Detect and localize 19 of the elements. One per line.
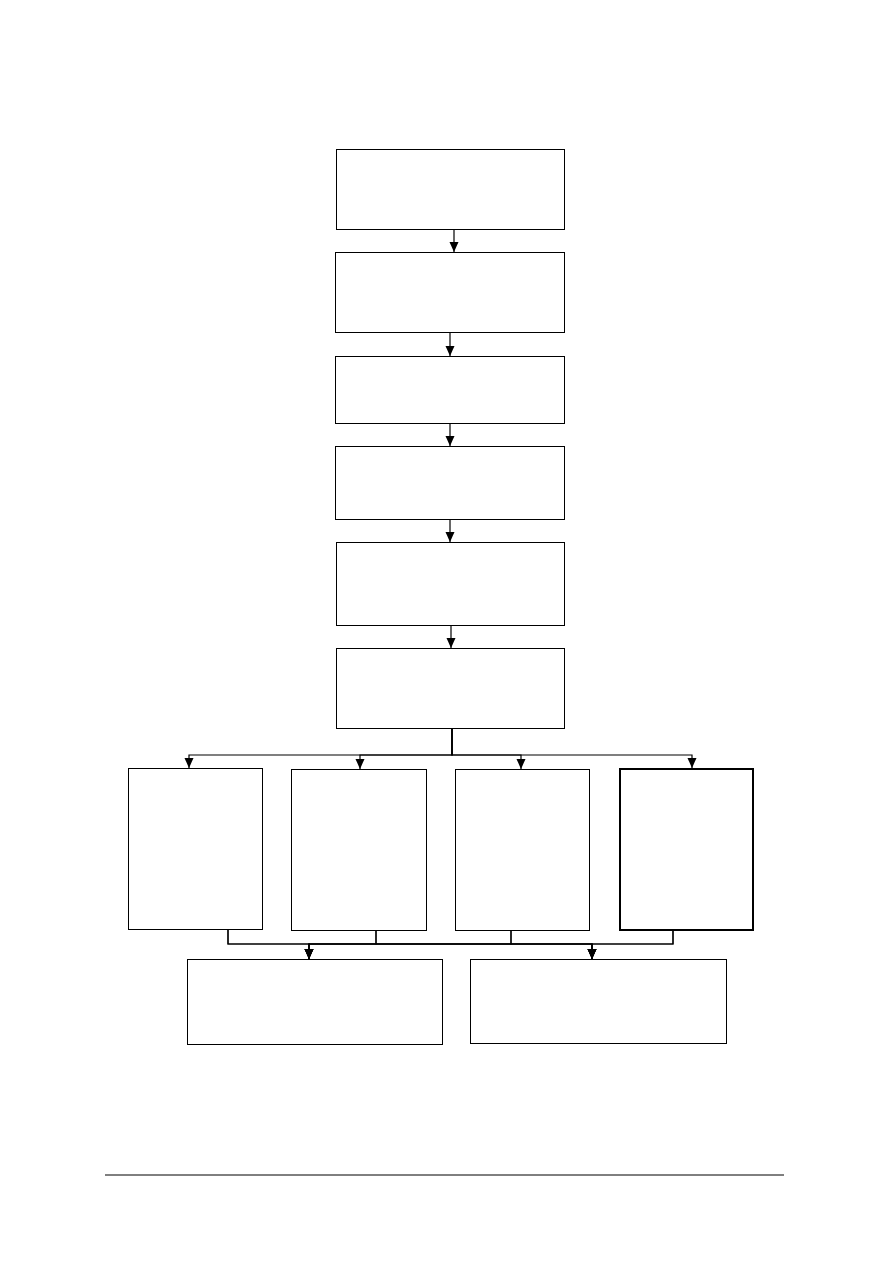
process-box <box>335 446 565 520</box>
process-box <box>291 769 427 931</box>
arrow <box>449 229 459 253</box>
process-box <box>470 959 727 1044</box>
arrow <box>445 332 455 357</box>
process-box <box>335 356 565 424</box>
process-box <box>187 959 443 1045</box>
arrow <box>446 625 456 649</box>
process-box <box>336 648 565 729</box>
process-box <box>128 768 263 930</box>
process-box <box>336 149 565 230</box>
process-box <box>619 768 754 931</box>
process-box <box>455 769 590 931</box>
process-box <box>336 542 565 626</box>
arrow <box>445 423 455 447</box>
arrow <box>445 519 455 543</box>
arrow <box>451 728 697 769</box>
process-box <box>335 252 565 333</box>
arrow <box>587 930 674 960</box>
